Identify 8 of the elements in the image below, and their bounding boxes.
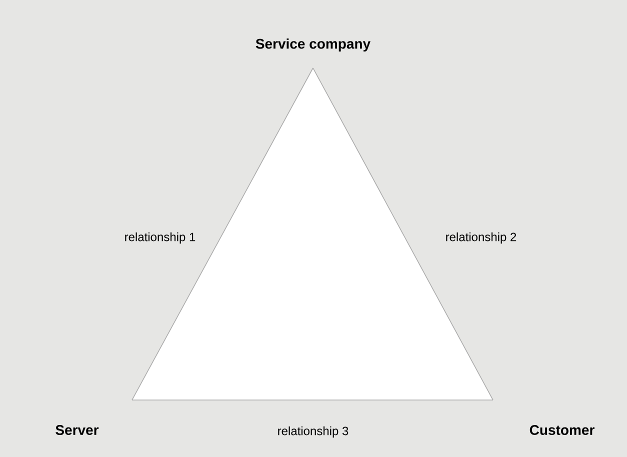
vertex-label: Server: [56, 425, 99, 435]
edge-label: relationship 1: [125, 232, 196, 244]
triangle-side: [312, 68, 494, 400]
vertex-label: Service company: [256, 38, 370, 52]
triangle-side: [132, 68, 314, 400]
edge-label: relationship 2: [446, 232, 516, 244]
vertex-label: Customer: [530, 425, 594, 435]
edge-label: relationship 3: [278, 426, 348, 438]
